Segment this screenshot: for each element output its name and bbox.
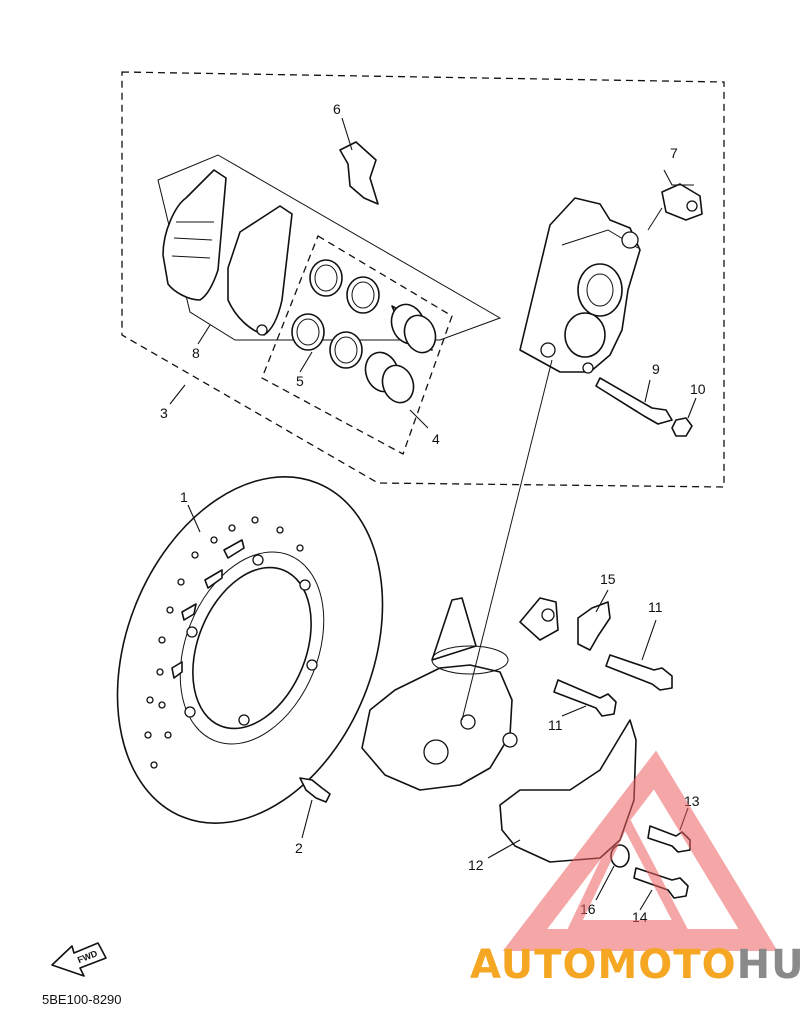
pad-spring-clip [339, 141, 379, 205]
watermark-brand-part2: HUB [737, 942, 800, 988]
pad-shim-plate [157, 154, 502, 341]
pin-nut [671, 417, 693, 437]
leader-lines [169, 117, 697, 911]
bleed-screw [647, 183, 703, 231]
callout-2: 2 [295, 840, 303, 856]
brake-disc [116, 476, 384, 824]
mount-bolt-lower [553, 679, 617, 717]
caliper-pin-bolt [595, 377, 673, 425]
callout-3: 3 [160, 405, 168, 421]
guard-bolt-13 [647, 825, 691, 853]
diagram-reference-code: 5BE100-8290 [42, 992, 122, 1007]
callout-labels: 1 2 3 4 5 6 7 8 9 10 11 11 12 13 14 15 1… [160, 101, 706, 925]
hose-guide-15 [577, 601, 611, 651]
piston-seals [291, 259, 380, 369]
callout-12: 12 [468, 857, 484, 873]
brake-pad-right [227, 205, 293, 336]
front-fork-leg [361, 597, 559, 791]
seal-kit-boundary [261, 235, 453, 455]
mount-bolt-upper [605, 654, 673, 691]
callout-4: 4 [432, 431, 440, 447]
forward-arrow-icon: FWD [51, 942, 107, 977]
callout-11a: 11 [648, 599, 663, 615]
callout-8: 8 [192, 345, 200, 361]
callout-15: 15 [600, 571, 616, 587]
callout-9: 9 [652, 361, 660, 377]
callout-6: 6 [333, 101, 341, 117]
brake-caliper-body [519, 197, 641, 374]
caliper-assembly-boundary [121, 71, 725, 488]
caliper-pistons [364, 303, 437, 404]
callout-10: 10 [690, 381, 706, 397]
watermark-brand: AUTOMOTOHUB [470, 942, 800, 988]
brake-pad-left [162, 169, 227, 301]
watermark-brand-part1: AUTOMOTO [470, 942, 737, 988]
watermark-logo [502, 750, 778, 951]
disc-bolt [299, 777, 331, 803]
callout-11b: 11 [548, 717, 563, 733]
callout-5: 5 [296, 373, 304, 389]
caliper-mount-line [461, 359, 553, 721]
callout-1: 1 [180, 489, 188, 505]
callout-7: 7 [670, 145, 678, 161]
